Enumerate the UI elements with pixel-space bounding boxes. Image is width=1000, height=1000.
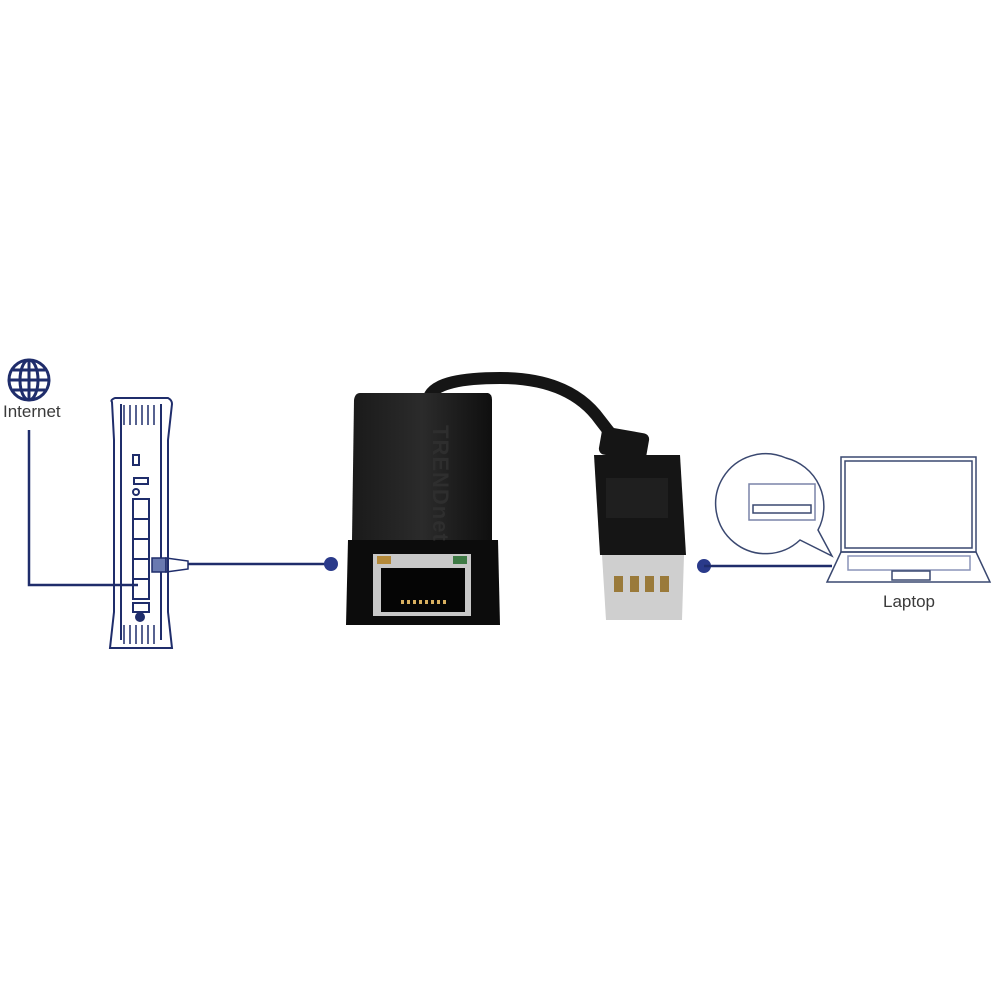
globe-icon <box>7 358 51 402</box>
usb-ethernet-adapter: TRENDnet <box>346 393 500 625</box>
usb-port-callout <box>714 452 834 558</box>
usb-plug <box>594 455 686 620</box>
internet-router-link <box>27 430 138 587</box>
connection-dot <box>324 557 338 571</box>
brand-logo: TRENDnet <box>428 425 453 542</box>
internet-label: Internet <box>3 402 61 421</box>
router-icon <box>108 397 174 649</box>
laptop-icon <box>825 456 992 583</box>
rj45-plug-icon <box>151 557 189 573</box>
laptop-label: Laptop <box>883 592 935 611</box>
